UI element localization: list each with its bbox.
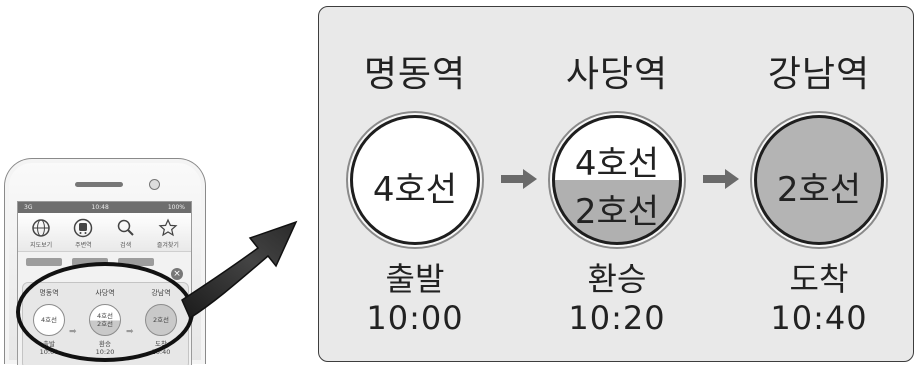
line-label: 4호선 xyxy=(574,144,660,184)
toolbar-map-label: 지도보기 xyxy=(30,242,53,249)
star-icon xyxy=(157,217,179,239)
toolbar-nearby-label: 주변역 xyxy=(75,242,92,249)
search-icon xyxy=(115,217,137,239)
line-badge: 2호선 xyxy=(754,115,884,245)
signal-indicator: 3G xyxy=(24,204,33,211)
mini-time: 10:00 xyxy=(39,348,59,356)
line-badge: 4호선 xyxy=(350,115,480,245)
station-name: 사당역 xyxy=(565,54,669,95)
time-label: 10:00 xyxy=(366,299,464,337)
route-panel: 명동역 4호선 출발 10:00 사당역 4호선 2호선 환승 10:20 강남… xyxy=(318,6,914,362)
line-label: 4호선 xyxy=(372,170,458,210)
time-label: 10:20 xyxy=(568,299,666,337)
mini-tab[interactable] xyxy=(118,258,154,266)
line-label: 2호선 xyxy=(776,170,862,210)
arrow-right-icon xyxy=(703,169,739,189)
globe-icon xyxy=(30,217,52,239)
arrow-right-icon xyxy=(501,169,537,189)
mini-time: 10:40 xyxy=(151,348,171,356)
line-label: 2호선 xyxy=(574,192,660,232)
speaker-grille xyxy=(75,182,123,187)
toolbar-search-button[interactable]: 검색 xyxy=(107,217,145,249)
subway-icon xyxy=(72,217,94,239)
toolbar-favorites-label: 즐겨찾기 xyxy=(156,242,179,249)
toolbar-map-button[interactable]: 지도보기 xyxy=(22,217,60,249)
close-icon[interactable]: × xyxy=(171,268,183,280)
time-label: 10:40 xyxy=(770,299,868,337)
toolbar-nearby-button[interactable]: 주변역 xyxy=(64,217,102,249)
mini-tab[interactable] xyxy=(26,258,62,266)
toolbar-favorites-button[interactable]: 즐겨찾기 xyxy=(149,217,187,249)
battery-indicator: 100% xyxy=(167,204,185,211)
station-name: 강남역 xyxy=(767,54,871,95)
status-clock: 10:48 xyxy=(91,204,109,211)
status-label: 도착 xyxy=(789,260,849,298)
line-badge: 4호선 2호선 xyxy=(552,115,682,245)
status-bar: 3G 10:48 100% xyxy=(18,202,191,213)
app-toolbar: 지도보기 주변역 검색 즐겨찾기 xyxy=(18,213,191,252)
status-label: 환승 xyxy=(587,260,647,298)
status-label: 출발 xyxy=(385,260,445,298)
toolbar-search-label: 검색 xyxy=(120,242,132,249)
camera xyxy=(149,179,160,190)
station-name: 명동역 xyxy=(363,54,467,95)
